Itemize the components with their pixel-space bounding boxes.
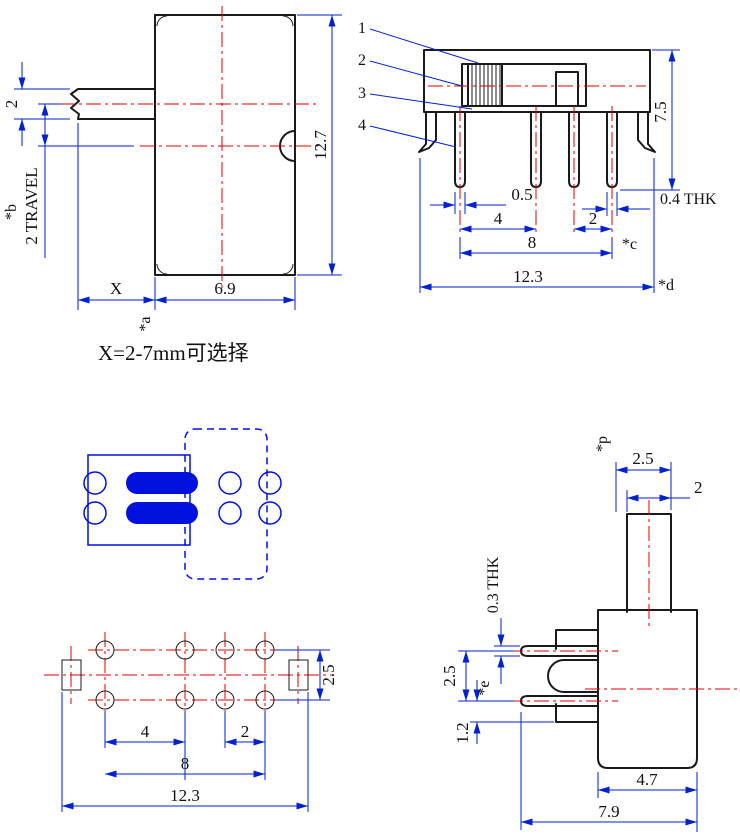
dim-8-label: 8 [528, 233, 537, 252]
slider-knob [467, 63, 503, 107]
footprint-holes [61, 640, 309, 710]
star-c-label: *c [622, 236, 637, 253]
note-text: X=2-7mm可选择 [98, 341, 249, 365]
bracket-pad-right [288, 659, 309, 691]
dim-2-5-left-label: 2.5 [440, 665, 459, 686]
front-view-body [418, 49, 656, 188]
footprint-dimensions [61, 649, 330, 812]
callout-4: 4 [358, 117, 366, 134]
pad-slots [126, 472, 198, 524]
callout-2: 2 [358, 52, 366, 69]
dim-12-3-label: 12.3 [170, 786, 200, 805]
star-d-label: *d [658, 277, 674, 294]
callout-1: 1 [358, 20, 366, 37]
dim-4-7-label: 4.7 [636, 770, 658, 789]
callout-3: 3 [358, 85, 366, 102]
terminal-pins [454, 111, 618, 188]
side-view-centerlines [60, 6, 318, 288]
bracket-notch [547, 659, 599, 693]
footprint-centerlines [44, 632, 332, 718]
pad-holes [83, 471, 282, 525]
dim-0-3-thk-label: 0.3 THK [485, 556, 502, 613]
pad-pattern [83, 428, 282, 580]
dim-4-label: 4 [494, 209, 503, 228]
dim-2-5-label: 2.5 [319, 664, 338, 685]
bracket-pad-left [61, 659, 82, 691]
dim-0-5-label: 0.5 [511, 185, 532, 204]
dim-6-9-label: 6.9 [214, 279, 235, 298]
side-view-bottom: 2.5 2 *p 0.3 THK 2.5 *e 1.2 4.7 7.9 [440, 436, 737, 832]
star-b-label: *b [3, 204, 20, 220]
star-p-label: *p [594, 436, 611, 452]
knob-hatching [471, 65, 501, 105]
dim-4-label: 4 [141, 722, 150, 741]
dim-12-3-label: 12.3 [513, 267, 543, 286]
pattern-body-outline [87, 454, 191, 546]
star-a-label: *a [137, 316, 154, 331]
dim-12-7-label: 12.7 [311, 130, 330, 160]
side-view-body [70, 14, 296, 276]
dim-2-label: 2 [589, 209, 598, 228]
dim-2-label: 2 [2, 100, 21, 109]
side-view: 2 2 TRAVEL *b 12.7 X 6.9 *a X=2-7mm可选择 [2, 6, 342, 365]
dim-2-label: 2 [694, 478, 703, 497]
footprint-view: 4 2 8 12.3 2.5 [44, 632, 338, 812]
front-view-dimensions [419, 49, 680, 293]
callout-leader-lines [369, 28, 479, 148]
dim-8-label: 8 [181, 754, 190, 773]
pattern-travel-outline [184, 428, 268, 580]
bottom-centerlines [508, 500, 737, 702]
dim-2-5-top-label: 2.5 [632, 449, 653, 468]
dim-7-9-label: 7.9 [598, 802, 619, 821]
dim-7-5-label: 7.5 [651, 101, 670, 122]
travel-label: 2 TRAVEL [22, 167, 41, 244]
dim-1-2-label: 1.2 [453, 722, 472, 743]
dim-2-label: 2 [241, 722, 250, 741]
side-view-dimensions [14, 14, 342, 310]
star-e-label: *e [476, 680, 493, 695]
dim-0-4-thk-label: 0.4 THK [660, 191, 717, 208]
front-view: 1 2 3 4 7.5 0.5 4 2 8 *c 12.3 *d 0.4 THK [358, 20, 717, 294]
front-view-centerlines [428, 85, 646, 234]
dim-x-label: X [110, 279, 122, 298]
bottom-bracket [555, 629, 599, 723]
bottom-body [520, 513, 698, 769]
bottom-dimensions [458, 462, 698, 832]
mounting-brackets [418, 111, 656, 153]
